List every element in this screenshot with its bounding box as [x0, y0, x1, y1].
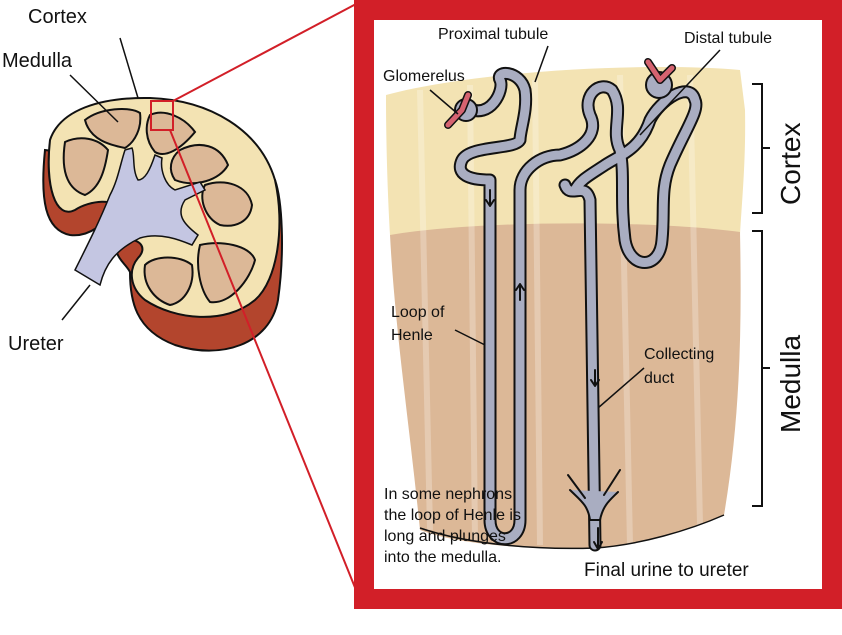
medulla-tissue	[390, 223, 741, 549]
zoom-connector-bottom	[169, 129, 357, 591]
label-proximal-tubule: Proximal tubule	[438, 26, 549, 43]
note-line: into the medulla.	[384, 549, 502, 566]
cortex-leader-line	[119, 37, 139, 99]
note-line: In some nephrons,	[384, 486, 517, 503]
label-collecting-duct-2: duct	[644, 370, 675, 387]
label-distal-tubule: Distal tubule	[684, 30, 773, 47]
label-cortex: Cortex	[28, 6, 87, 28]
nephron-leader-lines	[429, 45, 721, 409]
nephron	[444, 58, 703, 552]
label-collecting-duct-1: Collecting	[644, 346, 715, 363]
zone-label-medulla: Medulla	[775, 334, 806, 433]
zoom-region-box	[150, 100, 174, 131]
zone-label-cortex: Cortex	[775, 122, 806, 205]
note-line: long and plunges	[384, 528, 506, 545]
ureter-leader-line	[61, 284, 91, 321]
nephron-note: In some nephrons, the loop of Henle is l…	[384, 484, 584, 568]
zone-brackets	[752, 83, 770, 507]
renal-pelvis	[74, 147, 207, 287]
cortex-bracket	[752, 83, 770, 214]
medulla-leader-line	[69, 74, 119, 123]
label-medulla: Medulla	[2, 50, 73, 72]
note-line: the loop of Henle is	[384, 507, 521, 524]
medulla-bracket	[752, 230, 770, 507]
collecting-duct-branches	[567, 469, 621, 521]
label-loop-of-henle-2: Henle	[391, 327, 433, 344]
label-loop-of-henle-1: Loop of	[391, 304, 445, 321]
label-glomerulus: Glomerelus	[383, 68, 465, 85]
medulla-pyramids	[62, 107, 257, 307]
flow-arrows	[485, 189, 603, 550]
label-final-urine: Final urine to ureter	[584, 560, 749, 581]
zoom-connector-top	[172, 3, 357, 102]
label-ureter: Ureter	[8, 333, 64, 355]
kidney-cross-section	[42, 37, 283, 352]
